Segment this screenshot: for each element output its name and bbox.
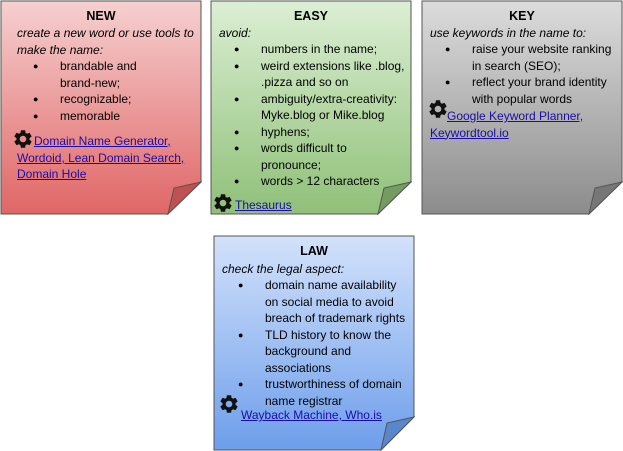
list-item: trustworthiness of domain name registrar (231, 376, 407, 409)
card-easy-tools[interactable]: Thesaurus (235, 197, 395, 214)
card-new-intro: create a new word or use tools to make t… (17, 26, 194, 57)
card-key-tools-link[interactable]: Google Keyword Planner, Keywordtool.io (430, 109, 584, 140)
gear-icon (14, 130, 32, 148)
list-item: brandable and brand-new; (26, 58, 168, 91)
list-item: weird extensions like .blog, .pizza and … (227, 58, 407, 91)
gear-icon (220, 395, 238, 413)
card-easy-list: numbers in the name; weird extensions li… (227, 41, 407, 190)
card-new: NEW create a new word or use tools to ma… (0, 0, 202, 215)
card-law-title: LAW (300, 244, 328, 258)
list-item: recognizable; (26, 91, 168, 108)
card-new-title: NEW (86, 9, 116, 23)
card-easy-title: EASY (293, 9, 329, 23)
card-key-tools[interactable]: Google Keyword Planner, Keywordtool.io (430, 108, 615, 141)
list-item: memorable (26, 108, 168, 125)
gear-icon (214, 194, 232, 212)
card-law-tools-link[interactable]: Wayback Machine, Who.is (241, 408, 382, 422)
card-law-intro: check the legal aspect: (222, 262, 345, 276)
card-key-list: raise your website ranking in search (SE… (438, 41, 616, 107)
card-key: KEY use keywords in the name to: raise y… (421, 0, 623, 215)
list-item: words difficult to pronounce; (227, 140, 407, 173)
list-item: ambiguity/extra-creativity: Myke.blog or… (227, 91, 407, 124)
card-key-intro: use keywords in the name to: (430, 26, 587, 40)
list-item: raise your website ranking in search (SE… (438, 41, 616, 74)
list-item: hyphens; (227, 124, 407, 141)
card-easy: EASY avoid: numbers in the name; weird e… (210, 0, 412, 215)
gear-icon (429, 100, 447, 118)
list-item: reflect your brand identity with popular… (438, 74, 616, 107)
card-new-list: brandable and brand-new; recognizable; m… (26, 58, 168, 124)
list-item: TLD history to know the background and a… (231, 327, 407, 377)
card-easy-intro: avoid: (219, 26, 252, 40)
card-law: LAW check the legal aspect: domain name … (213, 235, 415, 451)
list-item: numbers in the name; (227, 41, 407, 58)
card-law-tools[interactable]: Wayback Machine, Who.is (241, 407, 406, 424)
card-new-tools-link[interactable]: Domain Name Generator, Wordoid, Lean Dom… (17, 134, 185, 181)
card-easy-tools-link[interactable]: Thesaurus (235, 198, 292, 212)
card-new-tools[interactable]: Domain Name Generator, Wordoid, Lean Dom… (17, 133, 199, 183)
list-item: words > 12 characters (227, 173, 407, 190)
card-key-title: KEY (509, 9, 535, 23)
list-item: domain name availability on social media… (231, 277, 407, 327)
card-law-list: domain name availability on social media… (231, 277, 407, 409)
